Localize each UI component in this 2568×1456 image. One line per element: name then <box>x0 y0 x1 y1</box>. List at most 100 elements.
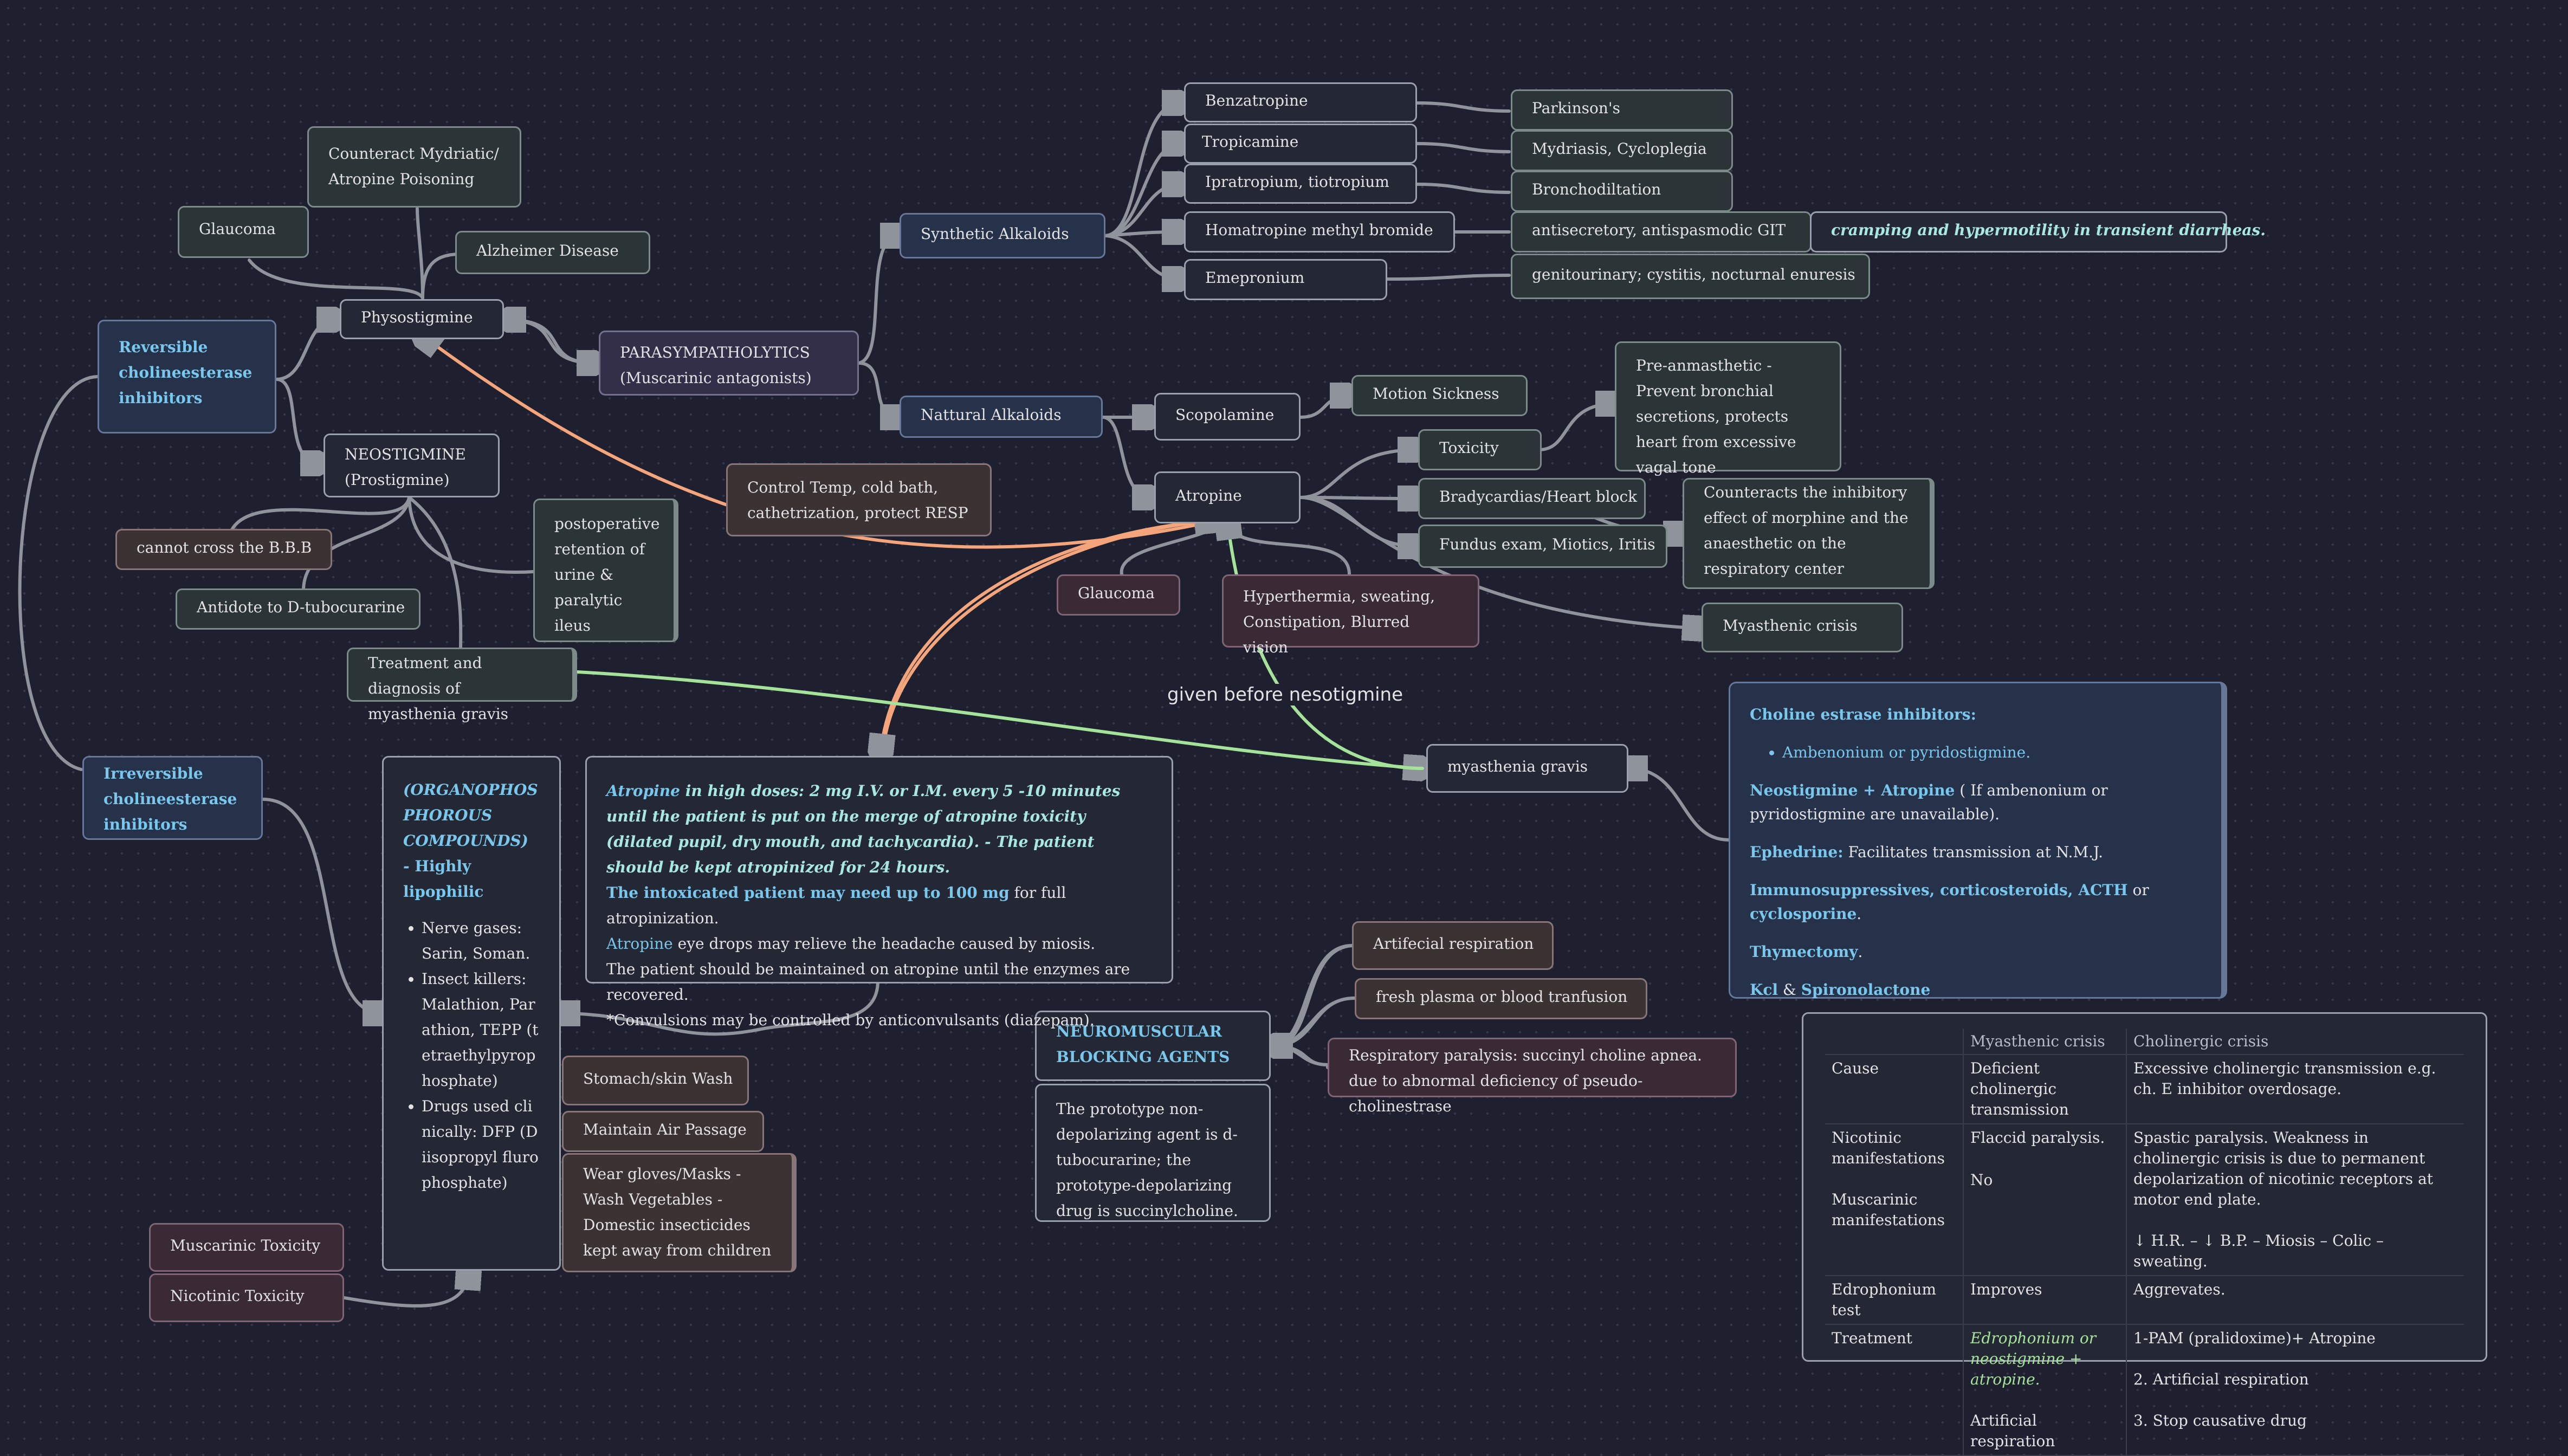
node-artificial-resp[interactable]: Artifecial respiration <box>1352 921 1554 970</box>
organophos-title-tail: Highly lipophilic <box>403 857 484 901</box>
table-cell: Spastic paralysis. Weakness in cholinerg… <box>2126 1124 2464 1276</box>
node-antisecretory[interactable]: antisecretory, antispasmodic GIT <box>1511 211 1812 253</box>
node-glaucoma-mid[interactable]: Glaucoma <box>1057 574 1180 616</box>
table-cell: Nicotinic manifestations Muscarinic mani… <box>1825 1124 1963 1276</box>
node-stomach-wash[interactable]: Stomach/skin Wash <box>562 1056 749 1105</box>
node-crisis-table[interactable]: Myasthenic crisis Cholinergic crisis Cau… <box>1802 1012 2487 1456</box>
node-maintain-air-text: Maintain Air Passage <box>583 1121 747 1138</box>
table-header-row: Myasthenic crisis Cholinergic crisis <box>1825 1029 2464 1055</box>
table-cell-text: Nicotinic manifestations <box>1832 1129 1945 1167</box>
atropine-doses-line2: The intoxicated patient may need up to 1… <box>606 880 1152 931</box>
node-natural[interactable]: Nattural Alkaloids <box>900 396 1103 438</box>
node-fresh-plasma[interactable]: fresh plasma or blood tranfusion <box>1355 978 1647 1019</box>
node-irreversible[interactable]: Irreversible cholineesterase inhibitors <box>82 756 263 840</box>
node-organophosphorus[interactable]: (ORGANOPHOS PHOROUS COMPOUNDS) - Highly … <box>382 756 561 1271</box>
node-preanaesthetic-text: Pre-anmasthetic - Prevent bronchial secr… <box>1636 357 1796 476</box>
node-alzheimer[interactable]: Alzheimer Disease <box>455 231 650 274</box>
node-atropine-text: Atropine <box>1175 487 1242 504</box>
node-parasympatholytics[interactable]: PARASYMPATHOLYTICS (Muscarinic antagonis… <box>599 331 859 396</box>
node-benzatropine[interactable]: Benzatropine <box>1184 82 1417 122</box>
table-cell-text: 2. Artificial respiration <box>2133 1370 2309 1388</box>
node-treatment-mg[interactable]: Treatment and diagnosis of myasthenia gr… <box>347 648 577 723</box>
node-myasthenia-gravis[interactable]: myasthenia gravis <box>1426 744 1628 793</box>
node-control-temp[interactable]: Control Temp, cold bath, cathetrization,… <box>726 463 992 536</box>
node-homatropine[interactable]: Homatropine methyl bromide <box>1184 211 1455 253</box>
node-physostigmine-text: Physostigmine <box>361 308 473 326</box>
node-motion-sickness-text: Motion Sickness <box>1373 385 1499 403</box>
edge-neo-treatment <box>407 496 463 652</box>
node-counteract[interactable]: Counteract Mydriatic/ Atropine Poisoning <box>307 126 521 208</box>
node-emepronium[interactable]: Emepronium <box>1184 259 1387 300</box>
node-synthetic[interactable]: Synthetic Alkaloids <box>900 213 1105 258</box>
node-genitourinary[interactable]: genitourinary; cystitis, nocturnal enure… <box>1511 254 1870 299</box>
node-nicotinic-toxicity-text: Nicotinic Toxicity <box>170 1287 305 1305</box>
table-header: Cholinergic crisis <box>2126 1029 2464 1055</box>
node-bradycardia[interactable]: Bradycardias/Heart block <box>1418 478 1646 519</box>
atropine-doses-l1a: Atropine <box>606 782 680 800</box>
edge-spine <box>18 375 99 771</box>
node-reversible[interactable]: Reversible cholineesterase inhibitors <box>98 320 276 433</box>
node-neostigmine[interactable]: NEOSTIGMINE (Prostigmine) <box>324 433 500 497</box>
node-myasthenic-crisis-text: Myasthenic crisis <box>1723 617 1858 635</box>
node-counteracts[interactable]: Counteracts the inhibitory effect of mor… <box>1683 478 1935 589</box>
node-genitourinary-text: genitourinary; cystitis, nocturnal enure… <box>1532 266 1855 283</box>
table-cell-text: Muscarinic manifestations <box>1832 1190 1945 1229</box>
node-nicotinic-toxicity[interactable]: Nicotinic Toxicity <box>149 1273 344 1322</box>
node-stomach-wash-text: Stomach/skin Wash <box>583 1070 733 1088</box>
node-fundus[interactable]: Fundus exam, Miotics, Iritis <box>1418 525 1667 568</box>
node-irreversible-text: Irreversible cholineesterase inhibitors <box>104 765 237 833</box>
node-bronchodilation[interactable]: Bronchodiltation <box>1511 171 1733 212</box>
node-prototype[interactable]: The prototype non-depolarizing agent is … <box>1035 1084 1271 1222</box>
atropine-doses-line5: *Convulsions may be controlled by antico… <box>606 1011 1095 1029</box>
node-control-temp-text: Control Temp, cold bath, cathetrization,… <box>747 478 968 522</box>
node-atropine[interactable]: Atropine <box>1154 471 1301 523</box>
choline-immuno-dot: . <box>1857 905 1862 923</box>
crisis-table: Myasthenic crisis Cholinergic crisis Cau… <box>1825 1029 2464 1456</box>
node-mydriasis[interactable]: Mydriasis, Cycloplegia <box>1511 130 1733 171</box>
edge-rev-neo <box>275 378 320 463</box>
node-parkinsons-text: Parkinson's <box>1532 99 1620 117</box>
table-cell-text: 3. Stop causative drug <box>2133 1412 2307 1429</box>
edge-green-treatment <box>575 670 1422 768</box>
node-postop[interactable]: postoperative retention of urine & paral… <box>533 499 678 642</box>
node-homatropine-text: Homatropine methyl bromide <box>1205 221 1433 239</box>
node-hyperthermia[interactable]: Hyperthermia, sweating, Constipation, Bl… <box>1222 574 1479 656</box>
node-wear-gloves[interactable]: Wear gloves/Masks - Wash Vegetables - Do… <box>562 1153 797 1272</box>
node-toxicity[interactable]: Toxicity <box>1418 429 1542 470</box>
node-atropine-doses[interactable]: Atropine in high doses: 2 mg I.V. or I.M… <box>585 756 1173 1029</box>
atropine-doses-l3a: Atropine <box>606 935 673 953</box>
node-cannot-cross[interactable]: cannot cross the B.B.B <box>115 529 332 570</box>
node-emepronium-text: Emepronium <box>1205 269 1305 287</box>
choline-heading: Choline estrase inhibitors: <box>1750 706 1976 723</box>
node-cramping[interactable]: cramping and hypermotility in transient … <box>1810 211 2266 253</box>
node-glaucoma-top[interactable]: Glaucoma <box>178 206 309 258</box>
node-scopolamine[interactable]: Scopolamine <box>1154 393 1301 441</box>
table-cell: 1-PAM (pralidoxime)+ Atropine 2. Artific… <box>2126 1324 2464 1456</box>
node-maintain-air[interactable]: Maintain Air Passage <box>562 1111 764 1152</box>
node-resp-paralysis[interactable]: Respiratory paralysis: succinyl choline … <box>1328 1038 1737 1115</box>
node-motion-sickness[interactable]: Motion Sickness <box>1351 375 1528 416</box>
node-choline-panel[interactable]: Choline estrase inhibitors: Ambenonium o… <box>1729 682 2227 999</box>
edge-neo-antidote <box>302 496 411 592</box>
node-parkinsons[interactable]: Parkinson's <box>1511 89 1733 131</box>
node-synthetic-text: Synthetic Alkaloids <box>921 225 1069 243</box>
node-myasthenia-gravis-text: myasthenia gravis <box>1447 758 1588 775</box>
node-tropicamine[interactable]: Tropicamine <box>1184 124 1417 164</box>
node-muscarinic-toxicity[interactable]: Muscarinic Toxicity <box>149 1223 344 1272</box>
node-myasthenic-crisis[interactable]: Myasthenic crisis <box>1702 603 1903 652</box>
node-counteracts-text: Counteracts the inhibitory effect of mor… <box>1704 483 1909 578</box>
edge-physo-counteract <box>416 207 424 300</box>
node-natural-text: Nattural Alkaloids <box>921 406 1062 424</box>
node-antidote[interactable]: Antidote to D-tubocurarine <box>176 588 421 630</box>
edge-rev-physo <box>275 320 336 381</box>
node-resp-paralysis-text: Respiratory paralysis: succinyl choline … <box>1349 1046 1702 1115</box>
node-nmb-agents[interactable]: NEUROMUSCULAR BLOCKING AGENTS <box>1035 1011 1271 1081</box>
node-preanaesthetic[interactable]: Pre-anmasthetic - Prevent bronchial secr… <box>1615 341 1841 476</box>
node-ipratropium[interactable]: Ipratropium, tiotropium <box>1184 164 1417 204</box>
node-physostigmine[interactable]: Physostigmine <box>340 299 504 339</box>
table-header <box>1825 1029 1963 1055</box>
node-reversible-text: Reversible cholineesterase inhibitors <box>119 338 253 407</box>
organophos-title-text: (ORGANOPHOS PHOROUS COMPOUNDS) - <box>403 781 538 875</box>
edge-label-given-before: given before nesotigmine <box>1164 684 1407 706</box>
